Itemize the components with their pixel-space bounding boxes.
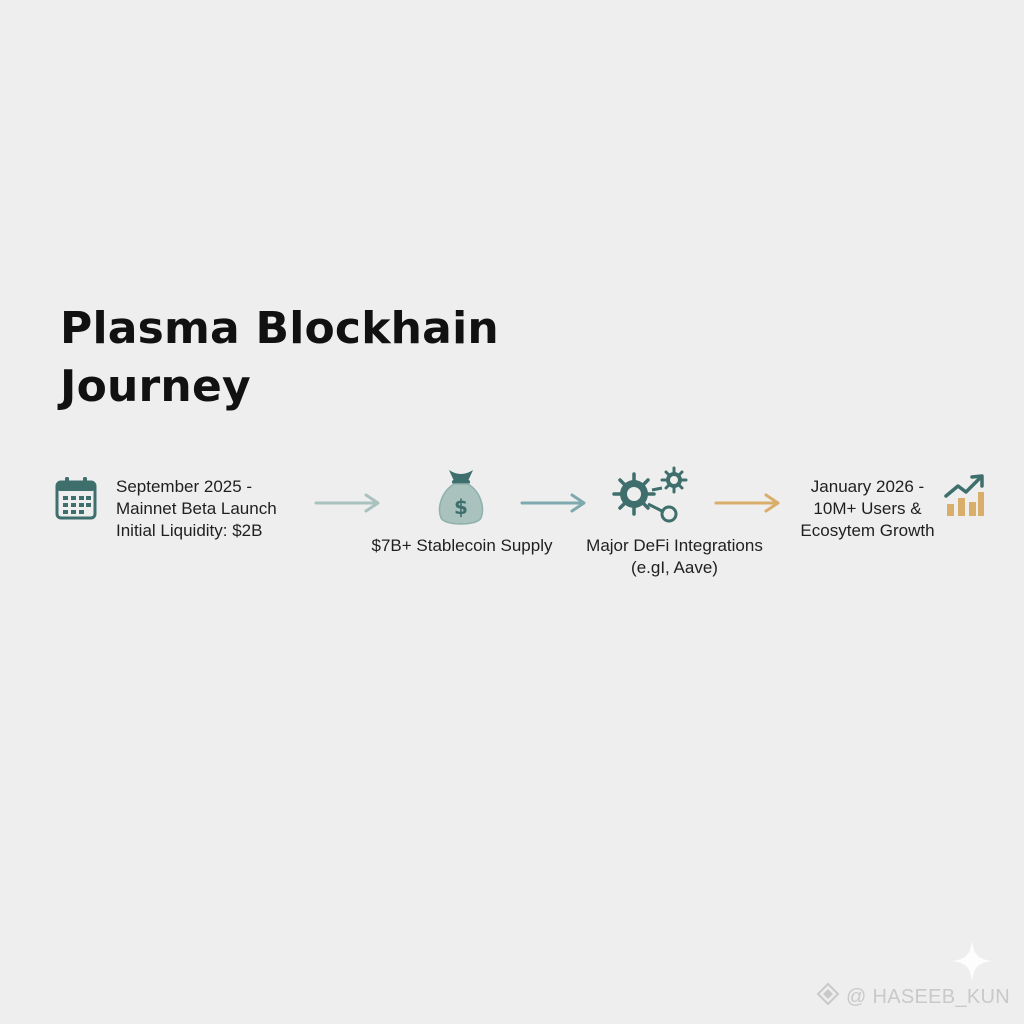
milestone-3-text: Major DeFi Integrations (e.gI, Aave) [572, 535, 777, 579]
milestone-2-text: $7B+ Stablecoin Supply [362, 535, 562, 557]
arrow-3 [714, 492, 784, 514]
milestone-4-line-2: 10M+ Users & [813, 499, 922, 518]
milestone-2-line-1: $7B+ Stablecoin Supply [371, 536, 553, 555]
milestone-4-line-3: Ecosytem Growth [800, 521, 935, 540]
milestone-4-text: January 2026 - 10M+ Users & Ecosytem Gro… [800, 476, 935, 542]
page-title: Plasma Blockhain Journey [60, 300, 499, 416]
diamond-logo-icon [816, 982, 840, 1012]
sparkle-icon [950, 939, 994, 988]
watermark-text: @ HASEEB_KUN [846, 985, 1010, 1008]
money-bag-symbol: $ [454, 495, 468, 519]
arrow-2 [520, 492, 590, 514]
milestone-1-line-1: September 2025 - [116, 477, 253, 496]
title-line-2: Journey [60, 361, 251, 412]
growth-chart-icon [944, 474, 986, 518]
watermark: @ HASEEB_KUN [816, 982, 1010, 1012]
milestone-1-line-3: Initial Liquidity: $2B [116, 521, 263, 540]
arrow-1 [314, 492, 384, 514]
money-bag-icon: $ [437, 468, 485, 528]
milestone-3-line-1: Major DeFi Integrations [586, 536, 763, 555]
calendar-icon [55, 476, 97, 520]
milestone-1-line-2: Mainnet Beta Launch [116, 499, 277, 518]
milestone-1-text: September 2025 - Mainnet Beta Launch Ini… [116, 476, 277, 542]
milestone-4-line-1: January 2026 - [810, 477, 925, 496]
milestone-3-line-2: (e.gI, Aave) [631, 558, 718, 577]
title-line-1: Plasma Blockhain [60, 303, 499, 354]
gears-network-icon [612, 466, 692, 528]
